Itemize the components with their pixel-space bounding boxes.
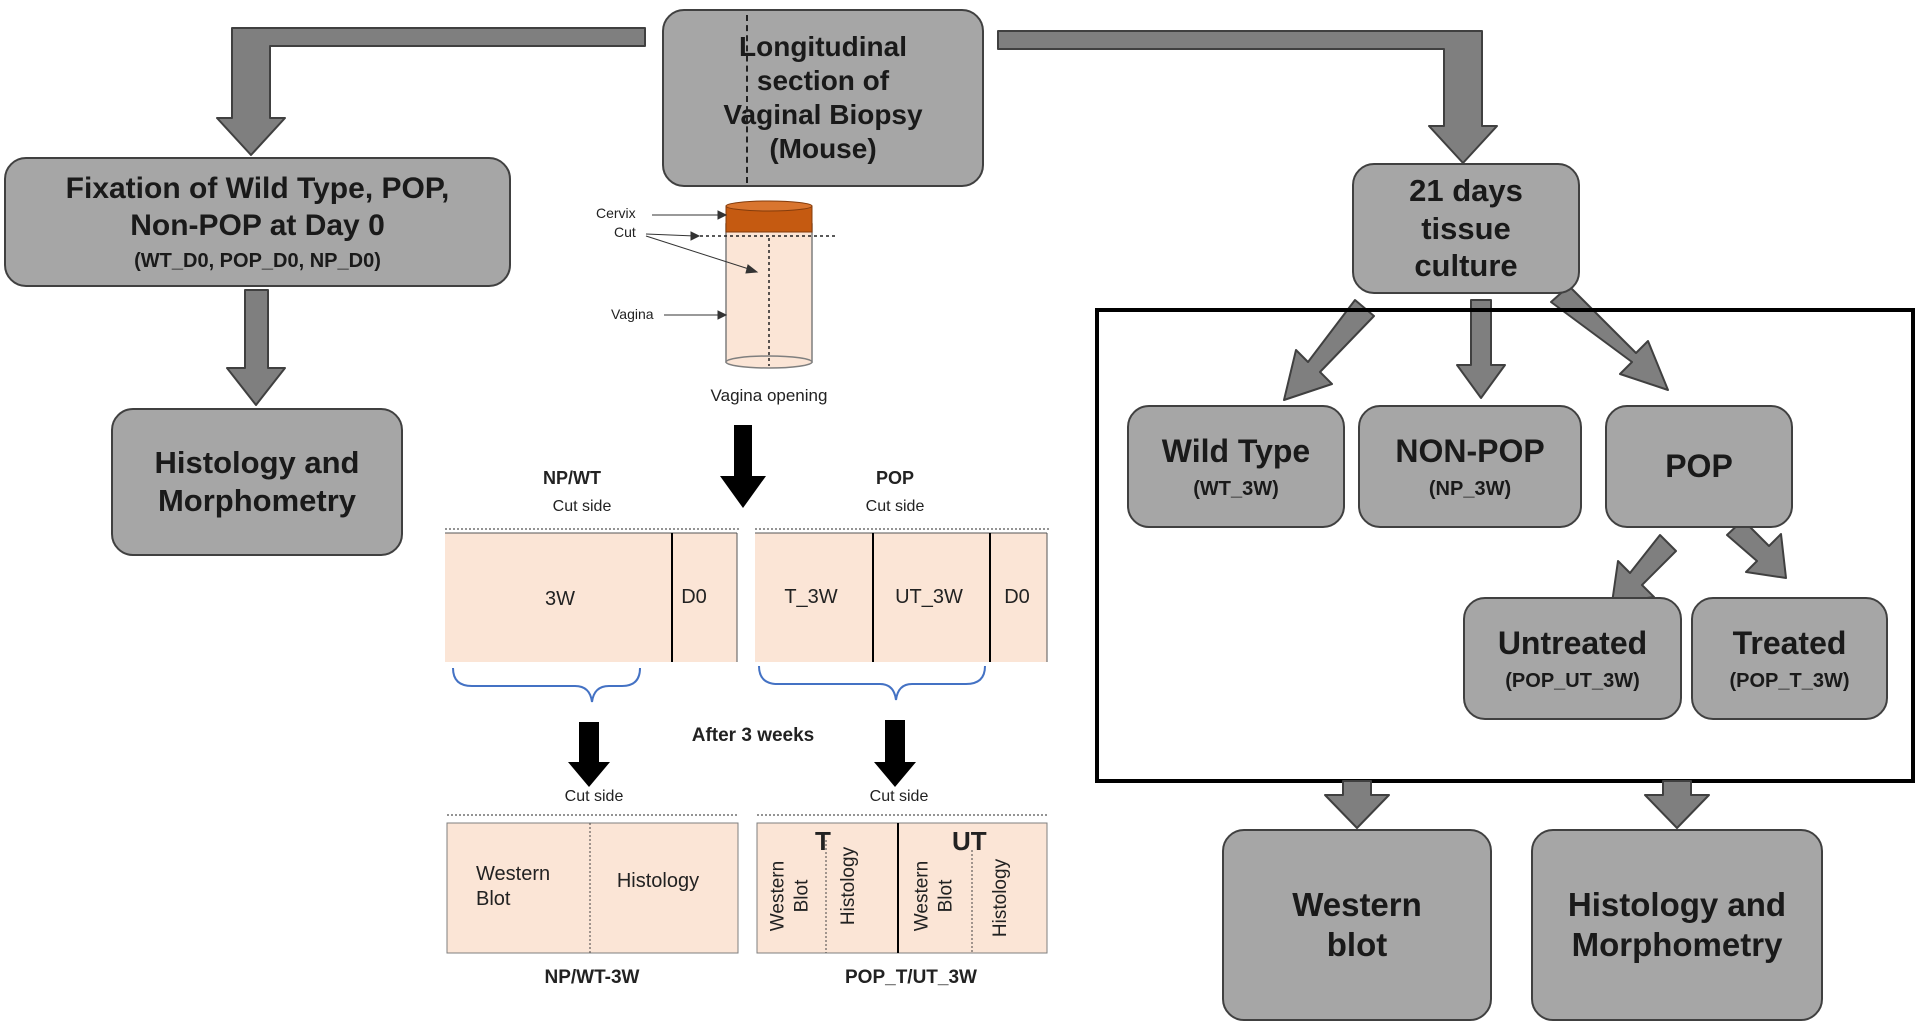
box-untreated-label: Untreated <box>1497 625 1648 662</box>
box-tissue-culture: 21 days tissue culture <box>1352 163 1580 294</box>
culture-groups-frame <box>1095 308 1915 783</box>
label-histology-t: Histology <box>838 846 859 926</box>
box-fixation-label: Fixation of Wild Type, POP, Non-POP at D… <box>65 171 450 242</box>
label-cervix: Cervix <box>596 205 636 221</box>
arrow-black-top <box>720 425 766 508</box>
box-longitudinal-section: Longitudinal section of Vaginal Biopsy (… <box>662 9 984 187</box>
segment-d0-right: D0 <box>1004 586 1030 608</box>
box-untreated-sub: (POP_UT_3W) <box>1505 669 1640 692</box>
arrow-fixation-to-histology <box>226 289 286 406</box>
arrow-black-right <box>874 720 916 787</box>
box-histology-right: Histology and Morphometry <box>1531 829 1823 1021</box>
box-fixation: Fixation of Wild Type, POP, Non-POP at D… <box>4 157 511 287</box>
segment-3w: 3W <box>545 588 575 610</box>
arrow-to-fixation <box>216 27 646 156</box>
box-pop-label: POP <box>1665 447 1733 484</box>
box-non-pop-label: NON-POP <box>1395 433 1545 470</box>
panel-pop <box>755 528 1049 662</box>
label-pop-header: POP <box>875 468 915 488</box>
arrow-black-left <box>568 722 610 787</box>
rotated-western-blot-ut: Western Blot <box>911 861 956 931</box>
box-treated-sub: (POP_T_3W) <box>1729 669 1850 692</box>
label-np-wt-header: NP/WT <box>543 468 601 488</box>
vagina-cylinder <box>700 200 835 369</box>
label-histology-ut: Histology <box>990 858 1011 938</box>
segment-d0-left: D0 <box>681 586 707 608</box>
box-western-blot: Western blot <box>1222 829 1492 1021</box>
box-tissue-culture-label: 21 days tissue culture <box>1409 172 1523 284</box>
arrow-to-western-blot <box>1324 780 1390 829</box>
arrow-pop-to-treated <box>1726 519 1787 579</box>
box-untreated: Untreated (POP_UT_3W) <box>1463 597 1682 720</box>
arrow-culture-to-pop <box>1550 285 1669 391</box>
label-pop-t-ut-3w: POP_T/UT_3W <box>845 967 977 988</box>
box-wild-type-sub: (WT_3W) <box>1193 477 1279 500</box>
label-t: T <box>815 826 831 856</box>
label-cut-side-left-top: Cut side <box>552 498 612 515</box>
panel-np-wt-3w <box>446 814 739 954</box>
label-after-3-weeks: After 3 weeks <box>691 725 815 746</box>
label-western-blot-ut: Western Blot <box>911 860 956 932</box>
arrow-to-histology-right <box>1644 780 1710 829</box>
rotated-western-blot-t: Western Blot <box>767 861 812 931</box>
box-pop: POP <box>1605 405 1793 528</box>
label-cut-side-right-bottom: Cut side <box>869 788 929 805</box>
box-histology-right-label: Histology and Morphometry <box>1567 885 1787 963</box>
box-treated-label: Treated <box>1732 625 1847 662</box>
schematic-pointer-lines <box>645 210 759 320</box>
arrow-culture-to-nonpop <box>1456 299 1506 399</box>
box-histology-left: Histology and Morphometry <box>111 408 403 556</box>
label-cut-side-right-top: Cut side <box>865 498 925 515</box>
panel-np-wt <box>445 528 739 662</box>
longitudinal-dashed-line <box>746 15 748 183</box>
panel-pop-t-ut-3w <box>756 814 1048 954</box>
label-cut-side-left-bottom: Cut side <box>564 788 624 805</box>
segment-ut3w: UT_3W <box>895 586 963 608</box>
box-non-pop: NON-POP (NP_3W) <box>1358 405 1582 528</box>
box-wild-type: Wild Type (WT_3W) <box>1127 405 1345 528</box>
box-fixation-sub: (WT_D0, POP_D0, NP_D0) <box>134 250 381 273</box>
label-cut: Cut <box>614 224 636 240</box>
label-histology-left: Histology <box>616 870 700 892</box>
label-np-wt-3w: NP/WT-3W <box>544 967 640 988</box>
rotated-histology-ut: Histology <box>990 859 1011 937</box>
box-histology-left-label: Histology and Morphometry <box>154 445 360 518</box>
label-vagina: Vagina <box>611 306 654 322</box>
rotated-histology-t: Histology <box>838 847 859 925</box>
box-wild-type-label: Wild Type <box>1161 433 1311 470</box>
segment-t3w: T_3W <box>784 586 838 608</box>
label-vagina-opening: Vagina opening <box>710 386 828 405</box>
arrow-pop-to-untreated <box>1611 534 1677 604</box>
label-western-blot-t: Western Blot <box>767 860 812 932</box>
box-treated: Treated (POP_T_3W) <box>1691 597 1888 720</box>
box-non-pop-sub: (NP_3W) <box>1428 477 1512 500</box>
label-western-blot-left: Western Blot <box>476 863 551 910</box>
arrow-to-tissue-culture <box>997 30 1498 164</box>
box-longitudinal-label: Longitudinal section of Vaginal Biopsy (… <box>723 30 923 165</box>
brace-left <box>452 667 641 703</box>
arrow-culture-to-wildtype <box>1283 299 1375 401</box>
label-ut: UT <box>952 826 987 856</box>
box-western-blot-label: Western blot <box>1292 885 1422 963</box>
brace-right <box>758 665 986 701</box>
